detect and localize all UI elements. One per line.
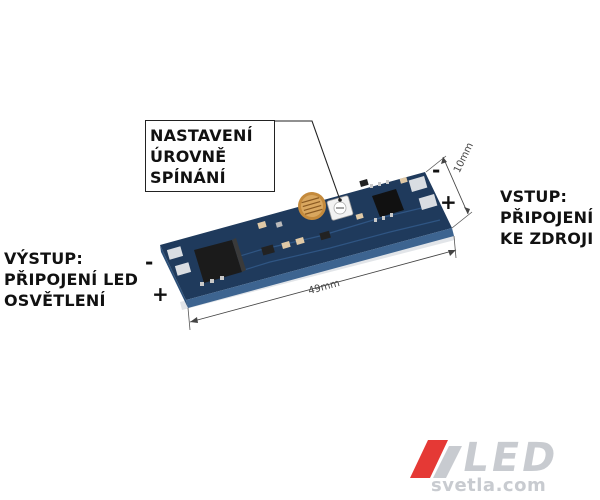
mosfet-chip (194, 240, 242, 283)
callout-leader (273, 120, 341, 201)
input-line-3: KE ZDROJI (500, 229, 594, 248)
callout-label: NASTAVENÍ ÚROVNĚ SPÍNÁNÍ (150, 125, 253, 188)
board-edge (186, 228, 454, 308)
photoresistor (298, 192, 326, 220)
output-line-2: PŘIPOJENÍ LED (4, 270, 139, 289)
input-minus-sign: - (432, 158, 441, 182)
length-dimension (187, 235, 457, 331)
output-pad-top (166, 246, 184, 260)
output-minus-sign: - (145, 250, 154, 274)
input-pad-top (408, 176, 428, 192)
input-plus-sign: + (440, 190, 457, 214)
callout-line-3: SPÍNÁNÍ (150, 168, 226, 187)
input-line-1: VSTUP: (500, 187, 568, 206)
callout-line-1: NASTAVENÍ (150, 126, 253, 145)
output-pad-bottom (174, 262, 192, 276)
input-label: VSTUP: PŘIPOJENÍ KE ZDROJI (500, 186, 593, 249)
brand-logo: LED svetla.com (405, 435, 595, 497)
output-plus-sign: + (152, 282, 169, 306)
logo-letters: LED (458, 435, 563, 481)
output-line-1: VÝSTUP: (4, 249, 83, 268)
logo-mark (410, 440, 462, 478)
control-chip (372, 189, 404, 217)
callout-line-2: ÚROVNĚ (150, 147, 227, 166)
callout-box: NASTAVENÍ ÚROVNĚ SPÍNÁNÍ (145, 120, 275, 192)
trimmer-potentiometer (326, 195, 354, 221)
input-line-2: PŘIPOJENÍ (500, 208, 594, 227)
output-line-3: OSVĚTLENÍ (4, 291, 106, 310)
output-label: VÝSTUP: PŘIPOJENÍ LED OSVĚTLENÍ (4, 248, 138, 311)
logo-site: svetla.com (431, 475, 547, 496)
input-pad-bottom (418, 194, 438, 210)
width-dimension (425, 155, 473, 229)
